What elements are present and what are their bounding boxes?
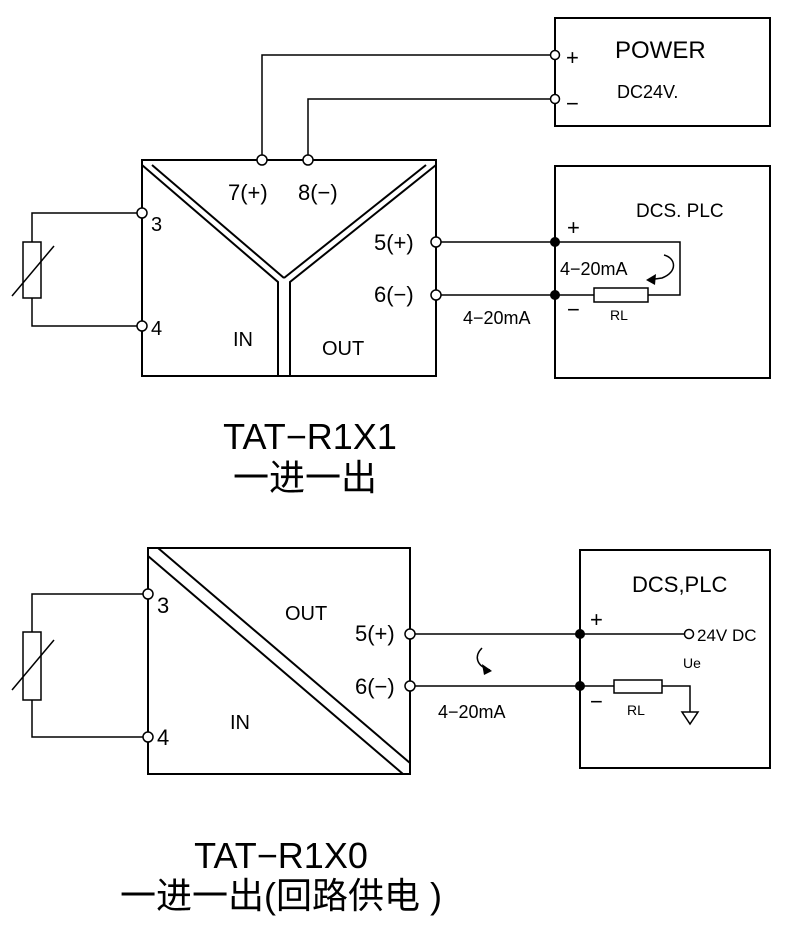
terminal-7 bbox=[256, 154, 268, 166]
power-title: POWER bbox=[615, 37, 706, 64]
loop-current-1: 4−20mA bbox=[560, 259, 628, 279]
diagram-tat-r1x0: 3 4 IN OUT 5(+) 6(−) 4−20mA DCS,PLC + − … bbox=[11, 547, 771, 916]
terminal-3b bbox=[142, 588, 154, 600]
terminal-5-label: 5(+) bbox=[374, 230, 414, 255]
ground-icon bbox=[680, 711, 700, 726]
caption-desc-2: 一进一出(回路供电 ) bbox=[120, 875, 442, 916]
dcs-supply-label: 24V DC bbox=[697, 626, 757, 645]
module-divider-left-inner bbox=[151, 164, 285, 279]
dcs-ue-label: Ue bbox=[683, 655, 701, 671]
terminal-6b-label: 6(−) bbox=[355, 674, 395, 699]
power-minus-label: − bbox=[566, 91, 579, 116]
caption-model-1: TAT−R1X1 bbox=[223, 416, 397, 457]
resistor-rl-2 bbox=[613, 679, 663, 694]
wire-sensor-1 bbox=[31, 212, 142, 242]
terminal-5b-label: 5(+) bbox=[355, 621, 395, 646]
in-label-1: IN bbox=[233, 329, 253, 351]
in-label-2: IN bbox=[230, 712, 250, 734]
out-label-1: OUT bbox=[322, 338, 364, 360]
terminal-5 bbox=[430, 236, 442, 248]
terminal-4-label: 4 bbox=[151, 318, 162, 340]
power-box bbox=[554, 17, 771, 127]
terminal-4b bbox=[142, 731, 154, 743]
dcs-minus-1: − bbox=[567, 297, 580, 322]
wire-sensor-2 bbox=[31, 593, 148, 632]
line-current-2: 4−20mA bbox=[438, 702, 506, 722]
terminal-8-label: 8(−) bbox=[298, 180, 338, 205]
terminal-4 bbox=[136, 320, 148, 332]
power-voltage: DC24V. bbox=[617, 82, 678, 102]
rtd-slash-2 bbox=[11, 639, 55, 691]
dcs-box-1 bbox=[554, 165, 771, 379]
module-diagonal-b bbox=[157, 547, 411, 764]
module-diagonal-a bbox=[147, 555, 404, 775]
dcs-box-2 bbox=[579, 549, 771, 769]
module-box-2 bbox=[147, 547, 411, 775]
module-divider-left bbox=[141, 164, 279, 376]
power-plus-label: + bbox=[566, 45, 579, 70]
wire-sensor-2b bbox=[31, 700, 148, 738]
dcs-supply-terminal bbox=[683, 628, 695, 640]
rtd-slash-1 bbox=[11, 245, 55, 297]
dcs-plus-2: + bbox=[590, 607, 603, 632]
loop-arrowhead-icon-1 bbox=[646, 274, 656, 285]
terminal-power-plus bbox=[549, 49, 561, 61]
terminal-3 bbox=[136, 207, 148, 219]
dcs-title-1: DCS. PLC bbox=[636, 201, 724, 222]
wire-power-minus bbox=[307, 98, 555, 160]
terminal-3b-label: 3 bbox=[157, 593, 169, 618]
line-current-1: 4−20mA bbox=[463, 308, 531, 328]
terminal-8 bbox=[302, 154, 314, 166]
terminal-4b-label: 4 bbox=[157, 725, 169, 750]
loop-arrow-icon-1 bbox=[647, 254, 675, 281]
terminal-5b bbox=[404, 628, 416, 640]
rtd-sensor-1 bbox=[22, 241, 42, 299]
dcs-minus-2: − bbox=[590, 689, 603, 714]
rtd-sensor-2 bbox=[22, 631, 42, 701]
dcs-title-2: DCS,PLC bbox=[632, 572, 727, 597]
resistor-label-1: RL bbox=[610, 307, 628, 323]
diagram-tat-r1x1: POWER DC24V. + − 7(+) 8(−) 3 4 IN OUT 5(… bbox=[11, 17, 771, 498]
module-divider-right-inner bbox=[283, 164, 427, 279]
dcs-loop-wire-1 bbox=[555, 241, 681, 296]
dcs-plus-1: + bbox=[567, 215, 580, 240]
wire-power-plus bbox=[261, 54, 555, 160]
terminal-6b bbox=[404, 680, 416, 692]
out-label-2: OUT bbox=[285, 603, 327, 625]
resistor-rl-1 bbox=[593, 287, 649, 303]
terminal-3-label: 3 bbox=[151, 214, 162, 236]
terminal-7-label: 7(+) bbox=[228, 180, 268, 205]
terminal-6 bbox=[430, 289, 442, 301]
terminal-power-minus bbox=[549, 93, 561, 105]
caption-model-2: TAT−R1X0 bbox=[194, 835, 368, 876]
dcs-ground-wire bbox=[662, 685, 691, 712]
wire-sensor-1b bbox=[31, 298, 142, 327]
module-divider-right bbox=[289, 164, 437, 376]
resistor-label-2: RL bbox=[627, 702, 645, 718]
loop-arrowhead-icon-2 bbox=[482, 664, 492, 675]
terminal-6-label: 6(−) bbox=[374, 282, 414, 307]
caption-desc-1: 一进一出 bbox=[233, 457, 377, 498]
